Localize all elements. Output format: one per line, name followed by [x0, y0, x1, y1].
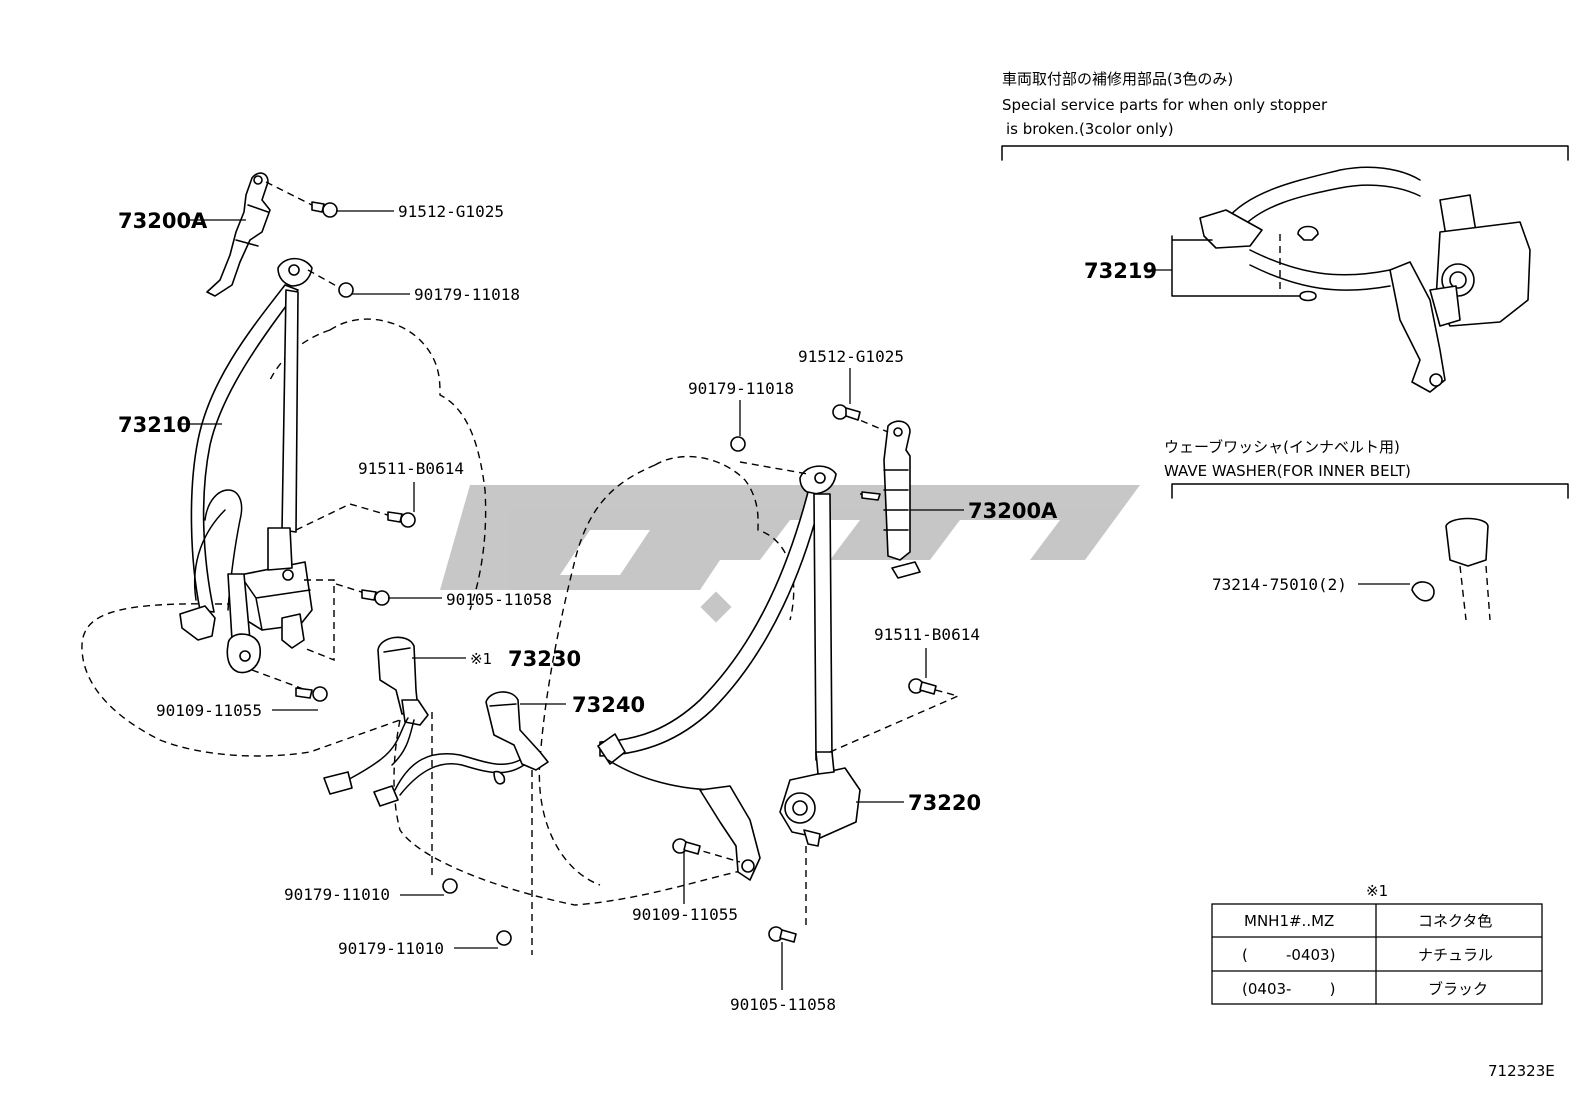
table-cell: コネクタ色	[1418, 912, 1492, 930]
table-cell: ナチュラル	[1418, 946, 1493, 964]
footnote-mark: ※1	[1366, 882, 1388, 900]
table-cell: ブラック	[1428, 980, 1488, 998]
table-cell: MNH1#..MZ	[1244, 912, 1334, 930]
left-belt-assembly	[179, 172, 313, 674]
leader-lines	[178, 210, 1410, 990]
wave-washer-detail	[1171, 483, 1569, 621]
service-note-jp: 車両取付部の補修用部品(3色のみ)	[1002, 70, 1233, 88]
left-buckles	[323, 636, 549, 807]
label-90105-11058-right: 90105-11058	[730, 995, 836, 1014]
label-91512-G1025-right: 91512-G1025	[798, 347, 904, 366]
label-73200A-right: 73200A	[968, 499, 1058, 523]
label-73200A-left: 73200A	[118, 209, 208, 233]
label-90179-11018-right: 90179-11018	[688, 379, 794, 398]
table-cell: (0403- )	[1242, 980, 1335, 998]
figure-id: 712323E	[1488, 1062, 1555, 1080]
watermark-logo	[440, 485, 1140, 623]
part-labels: 73200A 91512-G1025 90179-11018 73210 915…	[118, 202, 1347, 1014]
attachment-lines	[251, 181, 1281, 955]
label-73230-mark: ※1	[470, 650, 492, 668]
label-90105-11058-left: 90105-11058	[446, 590, 552, 609]
washer-note-en: WAVE WASHER(FOR INNER BELT)	[1164, 462, 1411, 480]
service-notes: 車両取付部の補修用部品(3色のみ) Special service parts …	[1002, 70, 1411, 480]
label-90109-11055-right: 90109-11055	[632, 905, 738, 924]
footnote-table: ※1 MNH1#..MZ コネクタ色 ( -0403) ナチュラル (0403-…	[1211, 882, 1543, 1005]
label-90179-11010-a: 90179-11010	[284, 885, 390, 904]
label-73210: 73210	[118, 413, 191, 437]
service-note-en-2: is broken.(3color only)	[1006, 120, 1174, 138]
left-seat-outline	[81, 318, 487, 757]
label-73240: 73240	[572, 693, 645, 717]
label-90109-11055-left: 90109-11055	[156, 701, 262, 720]
service-parts-detail	[1001, 145, 1569, 393]
service-note-en-1: Special service parts for when only stop…	[1002, 96, 1328, 114]
label-73220: 73220	[908, 791, 981, 815]
right-seat-outline	[393, 455, 795, 906]
label-90179-11010-b: 90179-11010	[338, 939, 444, 958]
label-91512-G1025-left: 91512-G1025	[398, 202, 504, 221]
label-73219: 73219	[1084, 259, 1157, 283]
label-73230: 73230	[508, 647, 581, 671]
fasteners	[295, 201, 937, 946]
label-90179-11018-left: 90179-11018	[414, 285, 520, 304]
right-belt-assembly	[597, 420, 921, 881]
washer-note-jp: ウェーブワッシャ(インナベルト用)	[1164, 438, 1400, 456]
label-91511-B0614-left: 91511-B0614	[358, 459, 464, 478]
table-cell: ( -0403)	[1242, 946, 1335, 964]
label-91511-B0614-right: 91511-B0614	[874, 625, 980, 644]
label-73214-75010: 73214-75010(2)	[1212, 575, 1347, 594]
